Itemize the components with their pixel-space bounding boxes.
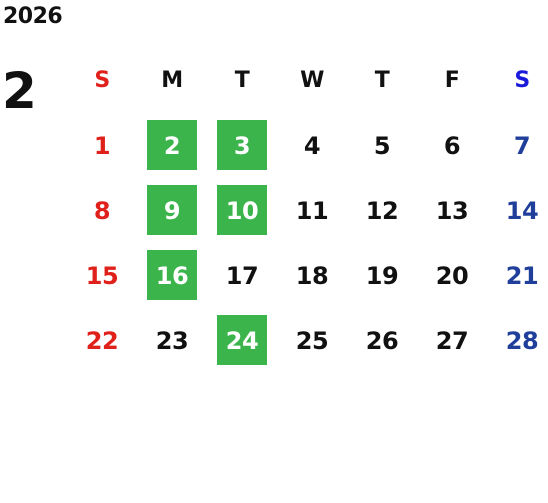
- day-number: 4: [303, 131, 321, 160]
- weekday-thu: T: [347, 48, 417, 113]
- day-cell: 7: [487, 113, 548, 178]
- day-cell: 23: [137, 308, 207, 373]
- day-number: 7: [513, 131, 531, 160]
- weekday-label: T: [374, 68, 390, 93]
- day-number: 24: [225, 326, 259, 355]
- day-number: 13: [435, 196, 469, 225]
- year-label: 2026: [3, 4, 63, 29]
- day-number: 19: [365, 261, 399, 290]
- weekday-wed: W: [277, 48, 347, 113]
- day-cell: 27: [417, 308, 487, 373]
- day-cell: 20: [417, 243, 487, 308]
- day-number: 6: [443, 131, 461, 160]
- day-cell: 14: [487, 178, 548, 243]
- day-number: 14: [505, 196, 539, 225]
- weekday-label: M: [161, 68, 183, 93]
- day-cell-highlighted: 16: [137, 243, 207, 308]
- weekday-sat: S: [487, 48, 548, 113]
- weekday-fri: F: [417, 48, 487, 113]
- weekday-label: S: [514, 68, 530, 93]
- day-cell: 12: [347, 178, 417, 243]
- day-cell: 4: [277, 113, 347, 178]
- day-number: 10: [225, 196, 259, 225]
- day-number: 20: [435, 261, 469, 290]
- day-cell: 19: [347, 243, 417, 308]
- day-number: 15: [85, 261, 119, 290]
- day-cell: 1: [67, 113, 137, 178]
- day-number: 16: [155, 261, 189, 290]
- day-cell-highlighted: 10: [207, 178, 277, 243]
- day-number: 28: [505, 326, 539, 355]
- day-cell: 5: [347, 113, 417, 178]
- weekday-label: W: [300, 68, 324, 93]
- day-number: 3: [233, 131, 251, 160]
- day-number: 8: [93, 196, 111, 225]
- day-cell: 13: [417, 178, 487, 243]
- day-number: 26: [365, 326, 399, 355]
- day-number: 22: [85, 326, 119, 355]
- day-cell: 25: [277, 308, 347, 373]
- weekday-sun: S: [67, 48, 137, 113]
- day-number: 25: [295, 326, 329, 355]
- day-number: 11: [295, 196, 329, 225]
- day-number: 5: [373, 131, 391, 160]
- day-number: 12: [365, 196, 399, 225]
- day-number: 27: [435, 326, 469, 355]
- day-number: 1: [93, 131, 111, 160]
- day-number: 21: [505, 261, 539, 290]
- day-cell: 18: [277, 243, 347, 308]
- day-cell: 28: [487, 308, 548, 373]
- calendar-grid: S M T W T F S 1 2 3 4 5 6 7 8 9 10 11 12…: [67, 48, 548, 438]
- weekday-tue: T: [207, 48, 277, 113]
- weekday-label: S: [94, 68, 110, 93]
- weekday-label: F: [444, 68, 460, 93]
- day-cell-highlighted: 24: [207, 308, 277, 373]
- day-number: 23: [155, 326, 189, 355]
- day-cell: 17: [207, 243, 277, 308]
- day-cell: 8: [67, 178, 137, 243]
- day-cell-highlighted: 9: [137, 178, 207, 243]
- day-number: 9: [163, 196, 181, 225]
- day-cell: 15: [67, 243, 137, 308]
- day-cell: 21: [487, 243, 548, 308]
- day-number: 17: [225, 261, 259, 290]
- weekday-label: T: [234, 68, 250, 93]
- weekday-mon: M: [137, 48, 207, 113]
- day-cell: 22: [67, 308, 137, 373]
- day-number: 2: [163, 131, 181, 160]
- day-cell: 11: [277, 178, 347, 243]
- day-cell-highlighted: 3: [207, 113, 277, 178]
- day-cell: 6: [417, 113, 487, 178]
- day-cell: 26: [347, 308, 417, 373]
- month-label: 2: [2, 62, 37, 120]
- day-cell-highlighted: 2: [137, 113, 207, 178]
- day-number: 18: [295, 261, 329, 290]
